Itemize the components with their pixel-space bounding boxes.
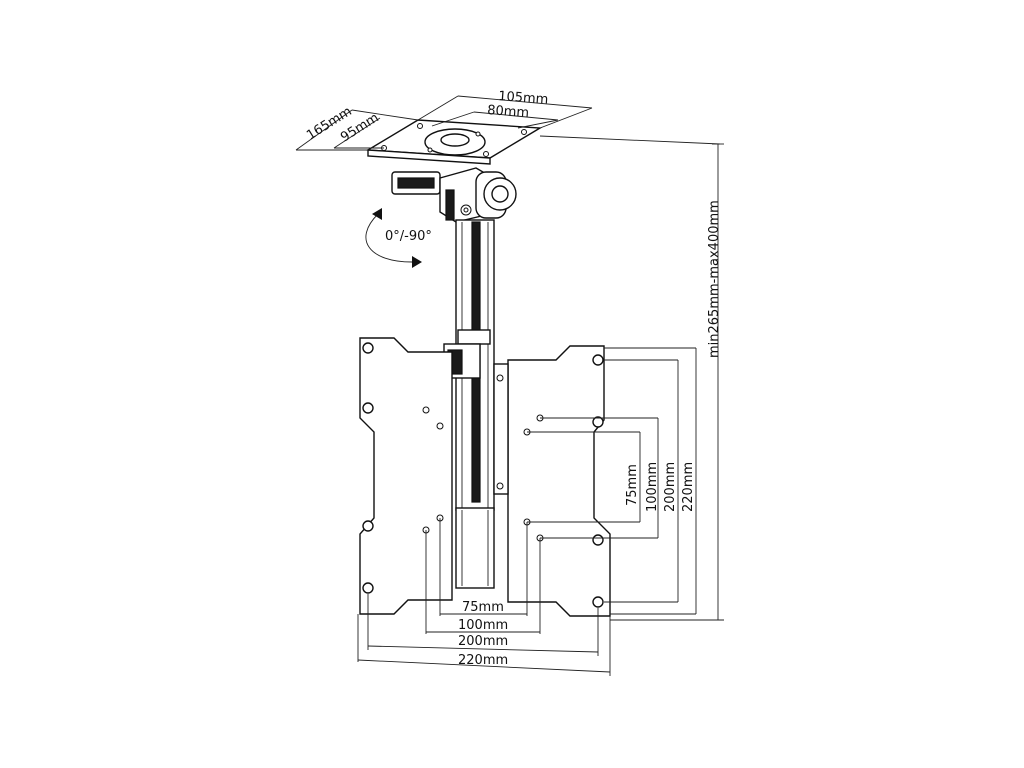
vesa-v-75-label: 75mm xyxy=(625,464,640,506)
tilt-arrow-icon xyxy=(365,208,422,268)
vesa-h-220-label: 220mm xyxy=(458,653,508,668)
tilt-label: 0°/-90° xyxy=(385,229,432,244)
height-dimension-lines xyxy=(610,143,724,621)
top-dimension-lines xyxy=(295,95,721,151)
vesa-h-100-label: 100mm xyxy=(458,618,508,633)
vesa-h-75-label: 75mm xyxy=(462,600,504,615)
vesa-v-200-label: 200mm xyxy=(663,462,678,512)
vesa-vertical-dimension-lines xyxy=(527,347,697,615)
vesa-h-200-label: 200mm xyxy=(458,634,508,649)
tilt-joint xyxy=(391,167,517,223)
top-width-outer-label: 105mm xyxy=(498,89,549,107)
vesa-plate-right xyxy=(493,345,611,617)
vesa-horizontal-dimension-lines xyxy=(357,518,611,676)
vesa-v-100-label: 100mm xyxy=(645,462,660,512)
vesa-plate-left xyxy=(359,337,453,615)
vesa-v-220-label: 220mm xyxy=(681,462,696,512)
height-range-label: min265mm-max400mm xyxy=(707,200,722,358)
telescopic-column xyxy=(443,219,495,589)
ceiling-plate xyxy=(365,119,543,165)
top-width-inner-label: 80mm xyxy=(487,103,530,121)
